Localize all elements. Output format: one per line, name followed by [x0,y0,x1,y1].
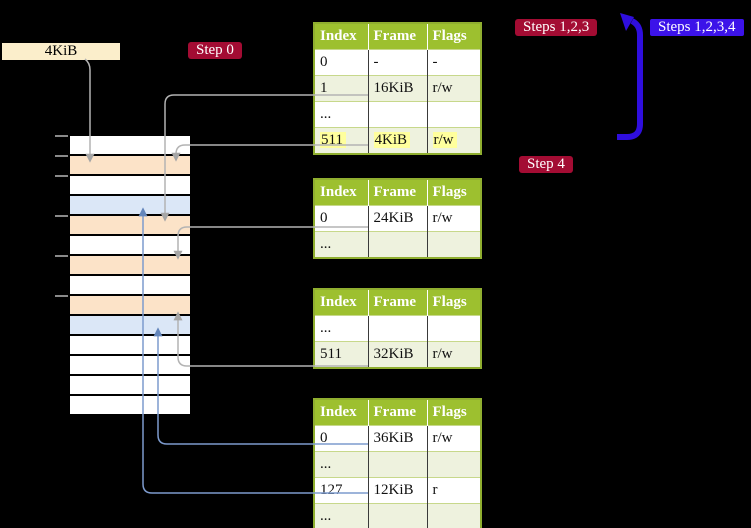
memory-row [70,396,190,414]
step4-badge: Step 4 [519,156,573,173]
page-table-1: Index Frame Flags 0 - - 1 16KiB r/w ... … [313,22,482,155]
table-row: 0 - - [314,49,481,76]
memory-row [70,236,190,254]
cell-index: 511 [314,127,369,154]
memory-row [70,156,190,174]
cell-frame: - [368,49,428,76]
col-header-index: Index [314,399,369,426]
col-header-flags: Flags [427,23,481,50]
address-tick [55,295,68,297]
cell-index: 127 [314,477,369,504]
step0-badge: Step 0 [188,42,242,59]
physical-memory-stack [70,136,190,414]
cell-frame [368,101,428,128]
cell-index: ... [314,451,369,478]
cell-flags [427,231,481,258]
table-row: ... [314,315,481,342]
table-row: 511 32KiB r/w [314,341,481,368]
cell-flags [427,503,481,528]
address-tick [55,175,68,177]
page-table-3: Index Frame Flags ... 511 32KiB r/w [313,288,482,369]
cell-index: 0 [314,49,369,76]
cell-flags: r/w [427,205,481,232]
table-header-row: Index Frame Flags [314,179,481,206]
cell-frame [368,231,428,258]
memory-row [70,356,190,374]
memory-row [70,256,190,274]
table-row: 127 12KiB r [314,477,481,504]
table-row: 0 24KiB r/w [314,205,481,232]
cell-index: 0 [314,425,369,452]
memory-row [70,136,190,154]
cell-index: 0 [314,205,369,232]
steps1234-badge: Steps 1,2,3,4 [650,19,744,36]
cell-flags [427,451,481,478]
highlighted-value: 4KiB [373,132,411,148]
col-header-index: Index [314,179,369,206]
col-header-flags: Flags [427,289,481,316]
cell-flags: r/w [427,341,481,368]
table-header-row: Index Frame Flags [314,289,481,316]
cell-frame: 32KiB [368,341,428,368]
col-header-index: Index [314,23,369,50]
cell-flags [427,101,481,128]
loop-arrow-steps [617,18,643,140]
table-header-row: Index Frame Flags [314,23,481,50]
memory-row [70,176,190,194]
highlighted-value: r/w [432,132,457,148]
cell-index: ... [314,315,369,342]
cell-flags: r/w [427,75,481,102]
table-row: ... [314,503,481,528]
memory-row [70,316,190,334]
table-row: ... [314,231,481,258]
cell-frame: 16KiB [368,75,428,102]
memory-row [70,196,190,214]
cell-flags: r/w [427,127,481,154]
cell-flags [427,315,481,342]
cell-index: 1 [314,75,369,102]
memory-row [70,276,190,294]
page-table-2: Index Frame Flags 0 24KiB r/w ... [313,178,482,259]
cell-index: 511 [314,341,369,368]
table-row: 1 16KiB r/w [314,75,481,102]
col-header-index: Index [314,289,369,316]
page-table-4: Index Frame Flags 0 36KiB r/w ... 127 12… [313,398,482,528]
cell-frame: 36KiB [368,425,428,452]
table-row-highlighted: 511 4KiB r/w [314,127,481,154]
cell-index: ... [314,101,369,128]
cell-flags: r/w [427,425,481,452]
cell-frame [368,451,428,478]
cell-flags: - [427,49,481,76]
table-row: ... [314,101,481,128]
highlighted-value: 511 [320,132,346,148]
col-header-flags: Flags [427,179,481,206]
table-header-row: Index Frame Flags [314,399,481,426]
cell-frame: 24KiB [368,205,428,232]
table-row: 0 36KiB r/w [314,425,481,452]
address-tick [55,135,68,137]
steps123-badge: Steps 1,2,3 [515,19,598,36]
memory-row [70,376,190,394]
col-header-frame: Frame [368,289,428,316]
address-tick [55,215,68,217]
cell-index: ... [314,231,369,258]
cell-frame [368,503,428,528]
col-header-flags: Flags [427,399,481,426]
frame-address-label: 4KiB [2,43,120,60]
col-header-frame: Frame [368,399,428,426]
table-row: ... [314,451,481,478]
cell-frame [368,315,428,342]
memory-row [70,216,190,234]
cell-index: ... [314,503,369,528]
cell-flags: r [427,477,481,504]
col-header-frame: Frame [368,179,428,206]
cell-frame: 4KiB [368,127,428,154]
loop-arrowhead [620,13,634,31]
memory-row [70,296,190,314]
address-tick [55,155,68,157]
memory-row [70,336,190,354]
address-tick [55,255,68,257]
col-header-frame: Frame [368,23,428,50]
cell-frame: 12KiB [368,477,428,504]
